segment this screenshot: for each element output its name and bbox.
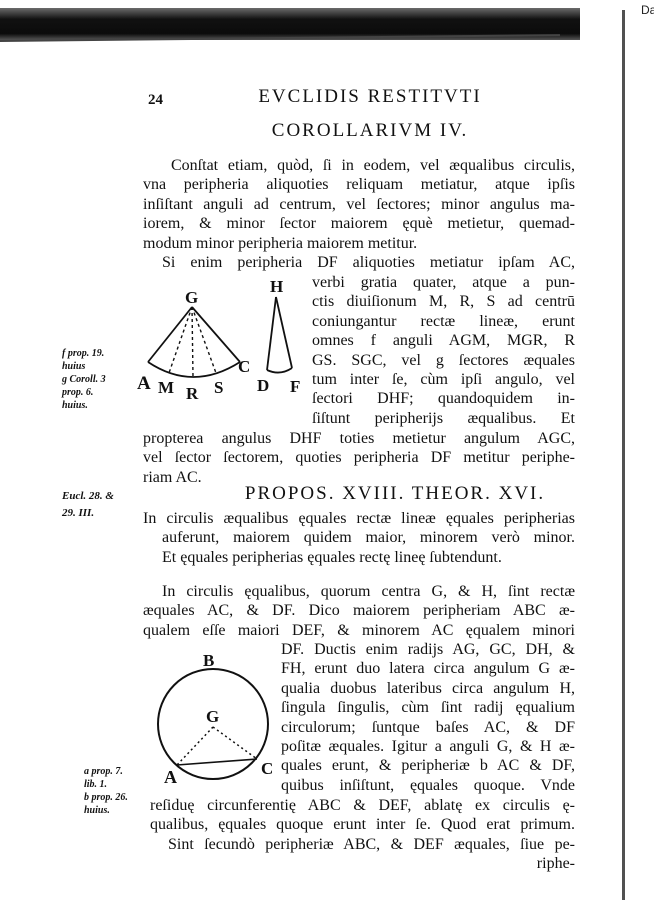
text-line: DF. Ductis enim radijs AG, GC, DH, & bbox=[281, 641, 575, 658]
proof-tail: reſiduę circunferentię ABC & DEF, ablatę… bbox=[150, 796, 575, 874]
text-line: vel ſector ſectorem, quoties peripheria … bbox=[143, 449, 575, 467]
margin-note: 29. III. bbox=[62, 507, 95, 519]
text-line: quibus inſiſtunt, ęquales quoque. Vnde bbox=[281, 776, 575, 794]
label-circle-G: G bbox=[206, 707, 219, 726]
label-C: C bbox=[238, 357, 250, 376]
margin-note: b prop. 26. bbox=[84, 792, 128, 803]
label-R: R bbox=[186, 384, 199, 403]
label-B: B bbox=[203, 651, 214, 670]
corner-tab[interactable]: Da bbox=[641, 3, 654, 17]
viewer-side-strip bbox=[626, 0, 654, 900]
proof-top: In circulis ęqualibus, quorum centra G, … bbox=[143, 582, 575, 640]
text-line: verbi gratia quater, atque a pun- bbox=[312, 274, 575, 291]
text-line: poſitæ æquales. Igitur a anguli G, & H æ… bbox=[281, 737, 575, 755]
text-line: tum inter ſe, cùm ipſi angulo, vel bbox=[312, 370, 575, 388]
text-line: ctis diuiſionum M, R, S ad centrū bbox=[312, 293, 575, 311]
text-line: modum minor peripheria maiorem metitur. bbox=[143, 234, 418, 252]
text-line: ſiſtunt peripherijs æqualibus. Et bbox=[312, 409, 575, 427]
corollary-right-column: verbi gratia quater, atque a pun- ctis d… bbox=[312, 273, 575, 428]
margin-note: a prop. 7. bbox=[84, 766, 123, 777]
text-line: auferunt, maiorem quidem maior, minorem … bbox=[162, 529, 575, 547]
text-line: circulorum; ſuntque baſes AC, & DF bbox=[281, 718, 575, 736]
margin-note: g Coroll. 3 bbox=[62, 374, 106, 385]
text-line: ſectori DHF; quandoquidem in- bbox=[312, 390, 575, 408]
text-line: GS. SGC, vel g ſectores æquales bbox=[312, 351, 575, 369]
text-line: Conſtat etiam, quòd, ſi in eodem, vel æq… bbox=[171, 157, 575, 174]
margin-note: Eucl. 28. & bbox=[62, 490, 114, 502]
text-line: vna peripheria aliquoties reliquam metia… bbox=[143, 176, 575, 194]
proposition-title: PROPOS. XVIII. THEOR. XVI. bbox=[244, 483, 546, 504]
label-F: F bbox=[290, 377, 300, 396]
text-line: qualia duobus lateribus circa angulum H, bbox=[281, 679, 575, 697]
label-H: H bbox=[270, 277, 283, 296]
text-line: In circulis ęqualibus, quorum centra G, … bbox=[162, 583, 575, 600]
label-G: G bbox=[185, 288, 198, 307]
page-right-edge bbox=[622, 10, 625, 900]
text-line: riam AC. bbox=[143, 468, 202, 486]
si-enim-line-block: Si enim peripheria DF aliquoties metiatu… bbox=[162, 253, 575, 272]
corollary-title: COROLLARIVM IV. bbox=[271, 120, 469, 141]
proposition-statement: In circulis æqualibus ęquales rectæ line… bbox=[143, 509, 575, 567]
label-S: S bbox=[214, 378, 223, 397]
margin-note: huius. bbox=[62, 400, 88, 411]
label-circle-C: C bbox=[261, 759, 273, 778]
label-M: M bbox=[158, 378, 174, 397]
text-line: Si enim peripheria DF aliquoties metiatu… bbox=[162, 254, 575, 271]
text-line: reſiduę circunferentię ABC & DEF, ablatę… bbox=[150, 797, 575, 814]
margin-note: huius bbox=[62, 361, 86, 372]
margin-notes-1: f prop. 19. huius g Coroll. 3 prop. 6. h… bbox=[62, 347, 106, 412]
corollary-tail: propterea angulus DHF toties metietur an… bbox=[143, 429, 575, 487]
margin-notes-2: Eucl. 28. & 29. III. bbox=[62, 488, 114, 522]
label-A: A bbox=[137, 373, 151, 394]
margin-note: prop. 6. bbox=[62, 387, 94, 398]
text-line: In circulis æqualibus ęquales rectæ line… bbox=[143, 510, 575, 527]
running-head: EVCLIDIS RESTITVTI bbox=[258, 86, 482, 107]
text-line: inſiſtant anguli ad centrum, vel ſectore… bbox=[143, 195, 575, 213]
text-line: Sint ſecundò peripheriæ ABC, & DEF æqual… bbox=[168, 835, 575, 853]
corollary-paragraph: Conſtat etiam, quòd, ſi in eodem, vel æq… bbox=[143, 156, 575, 253]
text-line: FH, erunt duo latera circa angulum G æ- bbox=[281, 660, 575, 678]
text-line: coniungantur rectæ lineæ, erunt bbox=[312, 312, 575, 330]
label-D: D bbox=[257, 376, 269, 395]
margin-notes-3: a prop. 7. lib. 1. b prop. 26. huius. bbox=[84, 765, 128, 817]
text-line: qualibus, ęquales quoque erunt inter ſe.… bbox=[150, 816, 575, 834]
text-line: qualem eſſe maiori DEF, & minorem AC ęqu… bbox=[143, 621, 575, 639]
page-number: 24 bbox=[148, 92, 163, 108]
margin-note: huius. bbox=[84, 805, 110, 816]
text-line: propterea angulus DHF toties metietur an… bbox=[143, 430, 575, 447]
proof-right-column: DF. Ductis enim radijs AG, GC, DH, & FH,… bbox=[281, 640, 575, 795]
text-line: omnes f anguli AGM, MGR, R bbox=[312, 332, 575, 350]
text-line: æquales AC, & DF. Dico maiorem peripheri… bbox=[143, 602, 575, 620]
label-circle-A: A bbox=[164, 767, 177, 787]
margin-note: f prop. 19. bbox=[62, 348, 105, 359]
text-line: Et ęquales peripherias ęquales rectę lin… bbox=[162, 548, 502, 566]
text-line: riphe- bbox=[536, 855, 575, 873]
text-line: quales erunt, & peripheriæ b AC & DF, bbox=[281, 757, 575, 775]
text-line: iorem, & minor ſector maiorem ęquè metie… bbox=[143, 215, 575, 233]
text-line: ſingula ſingulis, cùm ſint radij ęqualiu… bbox=[281, 699, 575, 717]
margin-note: lib. 1. bbox=[84, 779, 108, 790]
